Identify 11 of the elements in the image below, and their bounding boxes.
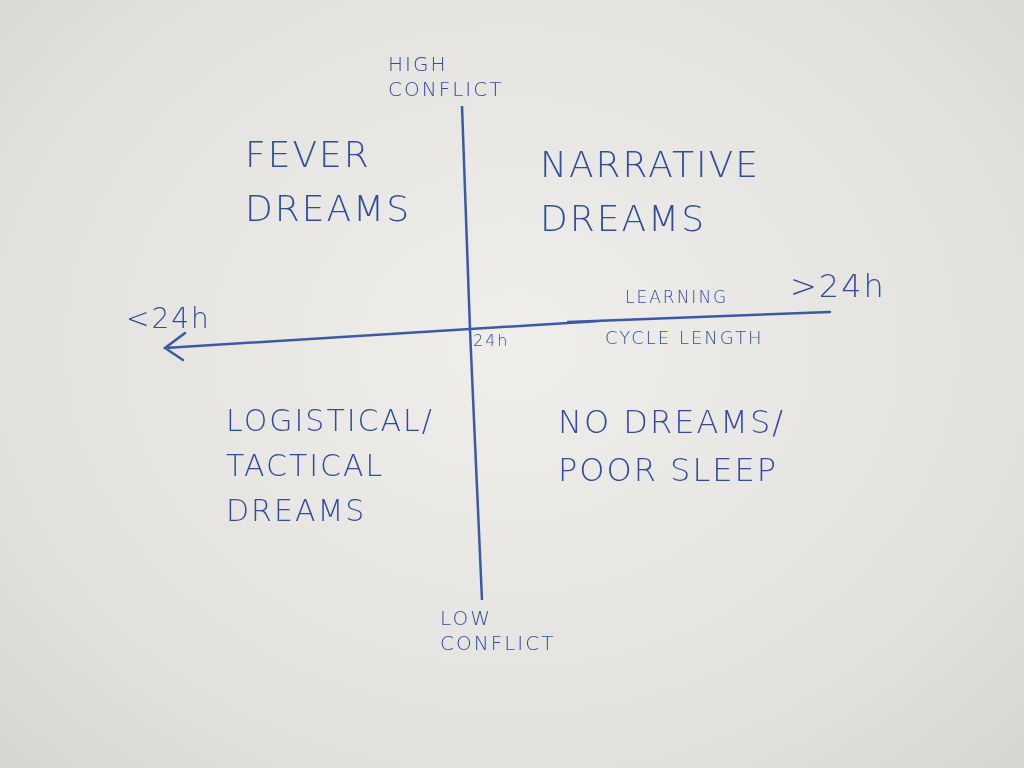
- quadrant-label: NARRATIVE DREAMS: [540, 143, 760, 241]
- axis-end-label: >24h: [790, 266, 886, 307]
- quadrant-label: LOGISTICAL/ TACTICAL DREAMS: [226, 402, 434, 530]
- axis-label: LOW CONFLICT: [440, 606, 556, 656]
- axis-label: CYCLE LENGTH: [605, 327, 764, 350]
- axis-label: HIGH CONFLICT: [388, 52, 504, 102]
- axis-label: LEARNING: [625, 287, 729, 309]
- origin-label: 24h: [473, 331, 510, 351]
- quadrant-label: FEVER DREAMS: [245, 133, 411, 231]
- quadrant-label: NO DREAMS/ POOR SLEEP: [558, 402, 786, 491]
- axis-end-label: <24h: [126, 301, 211, 337]
